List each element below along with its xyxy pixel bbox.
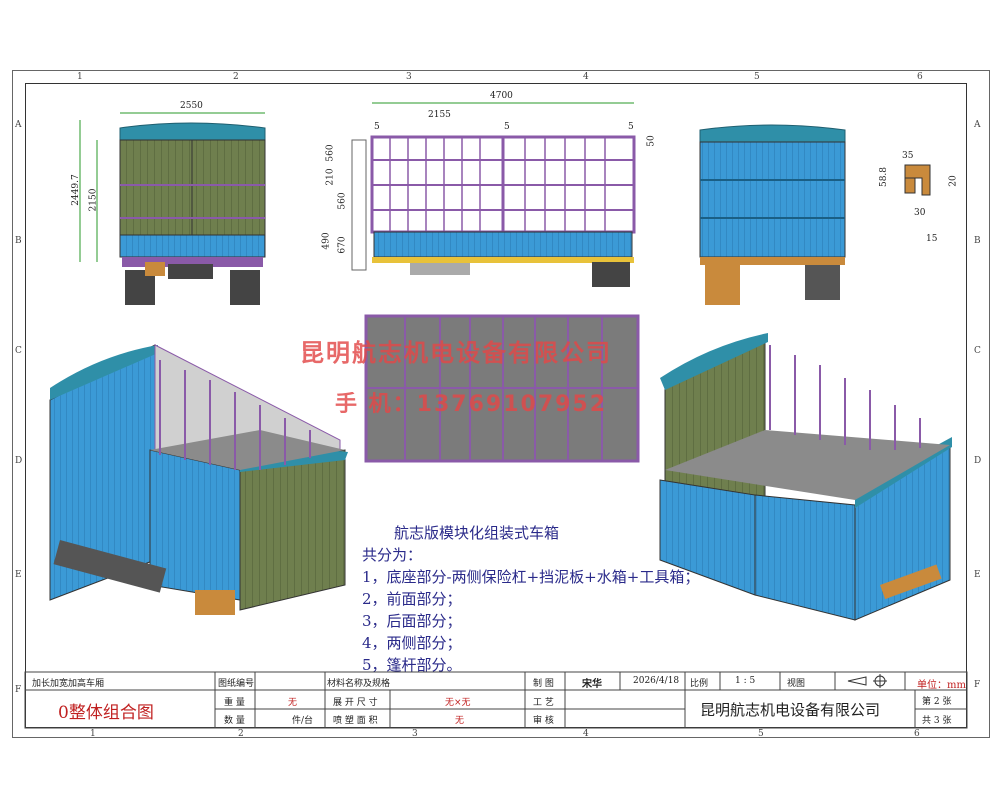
view-symbol-icon [847, 674, 887, 688]
row-marker: F [974, 680, 981, 690]
drawing-name: 0整体组合图 [58, 703, 154, 723]
unfold-value: 无×无 [445, 698, 471, 708]
isometric-view-left [49, 344, 348, 615]
dimension-label: 35 [902, 151, 914, 161]
unfold-label: 展 开 尺 寸 [333, 698, 378, 708]
side-view [351, 102, 636, 287]
dimension-label: 2155 [428, 110, 451, 120]
watermark-phone: 手 机：13769107952 [335, 392, 608, 417]
column-marker: 1 [90, 729, 96, 739]
drawn-label: 制 图 [533, 679, 554, 689]
column-marker: 6 [914, 729, 920, 739]
detail-view [904, 164, 931, 196]
rear-view [79, 112, 266, 305]
watermark-company: 昆明航志机电设备有限公司 [300, 339, 612, 367]
drawing-no-label: 图纸编号 [218, 679, 255, 689]
process-label: 工 艺 [533, 698, 554, 708]
unit-label: 单位：mm [917, 680, 966, 691]
weight-value: 无 [288, 698, 298, 708]
floor-plan-view [364, 314, 640, 463]
drawing-date: 2026/4/18 [633, 676, 680, 686]
assembly-notes: 航志版模块化组装式车箱 共分为： 1，底座部分-两侧保险杠+挡泥板+水箱+工具箱… [362, 522, 699, 676]
qty-label: 数 量 [224, 716, 245, 726]
isometric-view-right [659, 333, 952, 621]
row-marker: A [974, 120, 981, 130]
row-marker: E [15, 570, 22, 580]
column-marker: 2 [238, 729, 244, 739]
drawing-sheet-border [12, 70, 990, 738]
row-marker: C [15, 346, 22, 356]
dimension-label: 30 [914, 208, 926, 218]
column-marker: 5 [758, 729, 764, 739]
column-marker: 2 [233, 72, 239, 82]
review-label: 审 核 [533, 716, 554, 726]
project-name: 加长加宽加高车厢 [32, 679, 105, 689]
notes-item: 4，两侧部分； [362, 634, 462, 652]
row-marker: B [15, 236, 22, 246]
view-label: 视图 [787, 679, 806, 689]
front-view [699, 124, 846, 305]
notes-item: 3，后面部分； [362, 612, 462, 630]
notes-intro: 共分为： [362, 546, 423, 564]
column-marker: 4 [583, 72, 589, 82]
row-marker: A [15, 120, 22, 130]
notes-item: 1，底座部分-两侧保险杠+挡泥板+水箱+工具箱； [362, 568, 700, 586]
qty-unit: 件/台 [292, 716, 314, 726]
drawn-by: 宋华 [582, 679, 602, 690]
dimension-label: 4700 [490, 91, 513, 101]
column-marker: 3 [412, 729, 418, 739]
row-marker: D [15, 456, 23, 466]
row-marker: F [15, 685, 22, 695]
dimension-label: 5 [374, 122, 380, 132]
material-label: 材料名称及规格 [327, 679, 391, 689]
row-marker: B [974, 236, 981, 246]
scale-label: 比例 [690, 679, 709, 689]
notes-title: 航志版模块化组装式车箱 [394, 524, 560, 542]
column-marker: 4 [583, 729, 589, 739]
row-marker: E [974, 570, 981, 580]
column-marker: 5 [754, 72, 760, 82]
row-marker: D [974, 456, 982, 466]
spray-value: 无 [455, 716, 465, 726]
sheet-number: 第 2 张 [922, 697, 952, 707]
column-marker: 1 [77, 72, 83, 82]
scale-value: 1 : 5 [735, 676, 756, 686]
column-marker: 6 [917, 72, 923, 82]
column-marker: 3 [406, 72, 412, 82]
spray-label: 喷 塑 面 积 [333, 716, 378, 726]
weight-label: 重 量 [224, 698, 245, 708]
row-marker: C [974, 346, 981, 356]
sheet-total: 共 3 张 [922, 716, 952, 726]
notes-item: 2，前面部分； [362, 590, 462, 608]
notes-item: 5，篷杆部分。 [362, 656, 462, 674]
dimension-label: 5 [504, 122, 510, 132]
dimension-label: 15 [926, 234, 938, 244]
company-name: 昆明航志机电设备有限公司 [700, 701, 881, 719]
dimension-label: 2550 [180, 101, 203, 111]
dimension-label: 5 [628, 122, 634, 132]
